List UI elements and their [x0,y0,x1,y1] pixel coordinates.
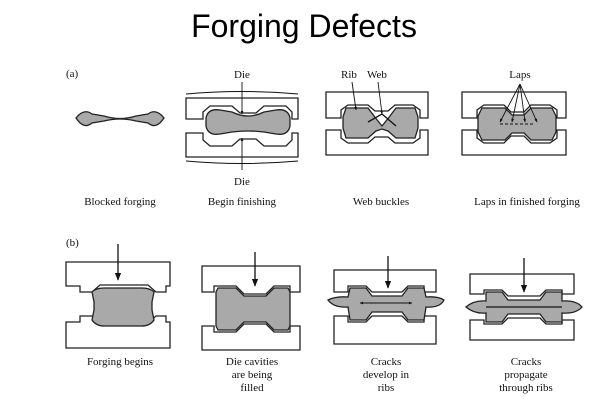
die-top-label: Die [234,69,250,81]
rib-label: Rib [341,69,357,81]
web-buckles: Rib Web [325,69,429,156]
caption-b-2-line-2: are being [232,369,273,381]
caption-b-4-line-1: Cracks [511,356,542,368]
caption-b-3-line-3: ribs [378,382,395,394]
forging-begins [65,244,171,349]
blocked-forging [75,111,165,127]
caption-b-2-line-1: Die cavities [226,356,278,368]
begin-finishing: Die Die [185,69,299,188]
caption-b-1-line-1: Forging begins [87,356,153,368]
caption-a-2: Begin finishing [208,196,277,208]
caption-a-4: Laps in finished forging [474,196,580,208]
caption-a-1: Blocked forging [84,196,156,208]
caption-b-2-line-3: filled [240,382,264,394]
workpiece [205,109,291,135]
cracks-propagate [465,258,583,341]
laps-label: Laps [509,69,530,81]
caption-a-3: Web buckles [353,196,409,208]
cracks-develop [327,256,445,345]
die-cavities-filled [201,252,301,351]
row-b-marker: (b) [66,237,79,249]
web-label: Web [367,69,387,81]
die-bottom-label: Die [234,176,250,188]
caption-b-3-line-2: develop in [363,369,410,381]
page-title: Forging Defects [191,8,417,44]
laps-finished-forging: Laps [461,69,567,156]
caption-b-3-line-1: Cracks [371,356,402,368]
row-a-marker: (a) [66,68,79,80]
caption-b-4-line-3: through ribs [499,382,552,394]
caption-b-4-line-2: propagate [504,369,547,381]
